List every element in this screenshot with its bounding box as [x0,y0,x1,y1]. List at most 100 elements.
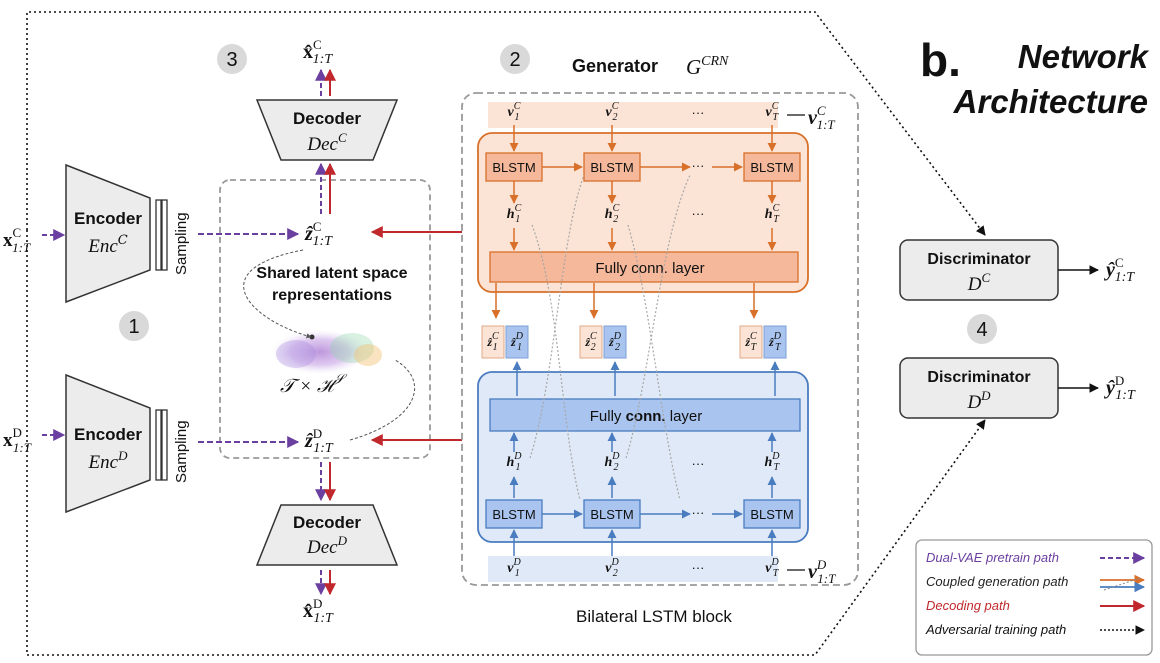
encoder-top-sup: C [118,233,128,248]
coupling-curve-1 [531,224,581,501]
encoder-bottom-sub: Enc [88,452,119,473]
svg-text:DC: DC [967,270,991,295]
encoder-bottom-sampling: Sampling [173,420,190,483]
top-input-band [488,102,778,128]
discriminator-d: Discriminator DD [899,357,1059,419]
svg-text:1: 1 [128,316,139,338]
generator-symbol: GCRN [686,54,729,79]
legend-label-decoding: Decoding path [926,598,1010,613]
generator-title: Generator [572,56,658,76]
top-hidden-ellipsis: ··· [692,206,705,221]
step-badge-4: 4 [967,314,997,344]
top-fc-label: Fully conn. layer [595,260,704,277]
latent-region [219,179,431,459]
svg-text:DecD: DecD [306,533,348,558]
z-pair-d-box-2 [603,325,627,359]
svg-text:DD: DD [966,388,991,413]
coupling-curve-4 [625,174,691,459]
bottom-hidden-ellipsis: ··· [692,456,705,471]
bottom-blstm-ellipsis: ··· [692,505,705,520]
svg-text:4: 4 [976,319,987,341]
encoder-bottom: Encoder EncD Sampling [65,373,190,514]
top-blstm-3 [743,152,801,182]
step-badge-2: 2 [500,44,530,74]
adversarial-frame [26,11,986,656]
svg-text:EncC: EncC [87,233,128,257]
bottom-fc-label: Fully conn. layer [590,408,703,425]
legend: Dual-VAE pretrain path Coupled generatio… [915,539,1153,656]
svg-text:3: 3 [226,49,237,71]
header-title-line2: Architecture [953,83,1148,120]
encoder-top-title: Encoder [74,209,142,228]
discriminator-c: Discriminator DC [899,239,1059,301]
top-blstm-1-label: BLSTM [492,160,535,175]
legend-label-adversarial: Adversarial training path [925,622,1066,637]
encoder-top-sub: Enc [87,236,118,257]
latent-label-line1: Shared latent space [256,265,407,282]
decoder-bottom: Decoder DecD [255,504,399,566]
coupling-curve-2 [529,174,585,459]
svg-text:EncD: EncD [88,448,129,473]
z-pair-d-box-3 [763,325,787,359]
z-pair-c-box-2 [579,325,603,359]
latent-curve-top [243,249,312,339]
latent-cloud [272,330,382,374]
svg-text:Discriminator: Discriminator [927,251,1030,268]
svg-text:Decoder: Decoder [293,513,361,532]
bottom-input-band [488,556,778,582]
top-blstm-ellipsis: ··· [692,158,705,173]
bilateral-lstm-block [461,92,859,586]
encoder-bottom-title: Encoder [74,425,142,444]
z-pair-c-box-3 [739,325,763,359]
bottom-blstm-3-label: BLSTM [750,507,793,522]
top-blstm-3-label: BLSTM [750,160,793,175]
latent-curve-bottom [349,359,416,441]
bottom-blstm-2-label: BLSTM [590,507,633,522]
decoder-top: Decoder DecC [255,99,399,161]
step-badge-3: 3 [217,44,247,74]
svg-text:DecC: DecC [306,130,347,155]
bottom-fc-layer [489,398,801,432]
encoder-bottom-sup: D [117,448,128,463]
legend-label-coupled: Coupled generation path [926,574,1068,589]
bottom-blstm-3 [743,499,801,529]
latent-space-symbol: 𝒯 × ℋ𝒮 [280,371,348,397]
bilateral-lstm-caption: Bilateral LSTM block [576,607,732,626]
svg-text:2: 2 [509,49,520,71]
header-letter: b. [920,34,961,86]
header-title-line1: Network [1018,38,1150,75]
z-pair-c-box-1 [481,325,505,359]
legend-label-pretrain: Dual-VAE pretrain path [926,550,1059,565]
encoder-top: Encoder EncC Sampling [65,163,190,304]
bottom-blstm-1-label: BLSTM [492,507,535,522]
z-pair-d-box-1 [505,325,529,359]
